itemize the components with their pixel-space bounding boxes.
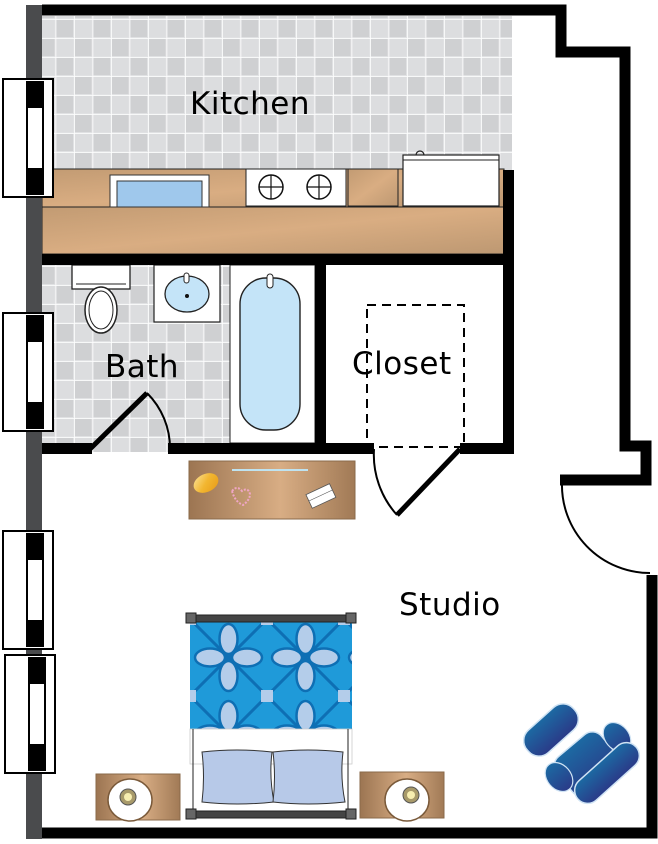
pillow-right — [272, 749, 346, 805]
bed[interactable] — [185, 612, 357, 820]
refrigerator[interactable] — [402, 150, 500, 207]
armchair[interactable] — [540, 717, 645, 809]
burner-icon — [258, 174, 332, 200]
ottoman[interactable] — [518, 698, 584, 762]
window-3 — [2, 530, 54, 650]
room-label-studio: Studio — [399, 587, 501, 623]
nightstand-left[interactable] — [95, 773, 181, 822]
kitchen-sink[interactable] — [109, 174, 210, 208]
room-label-bath: Bath — [105, 349, 179, 385]
stove[interactable] — [245, 168, 399, 207]
bath-sink[interactable] — [153, 264, 221, 323]
interior-walls — [42, 170, 514, 454]
windows — [2, 78, 56, 774]
closet-shelf — [366, 304, 465, 448]
nightstand-right[interactable] — [359, 771, 445, 822]
dresser[interactable] — [188, 460, 356, 520]
pillow-left — [201, 749, 275, 805]
closet-door[interactable] — [372, 447, 462, 517]
toilet[interactable] — [71, 264, 131, 334]
window-1 — [2, 78, 54, 198]
kitchen-floor — [42, 16, 512, 170]
window-2 — [2, 312, 54, 432]
room-label-closet: Closet — [352, 346, 452, 382]
bath-door[interactable] — [88, 391, 172, 451]
room-label-kitchen: Kitchen — [190, 86, 310, 122]
entry-door[interactable] — [560, 481, 651, 574]
bathtub[interactable] — [229, 264, 316, 444]
window-4 — [4, 654, 56, 774]
